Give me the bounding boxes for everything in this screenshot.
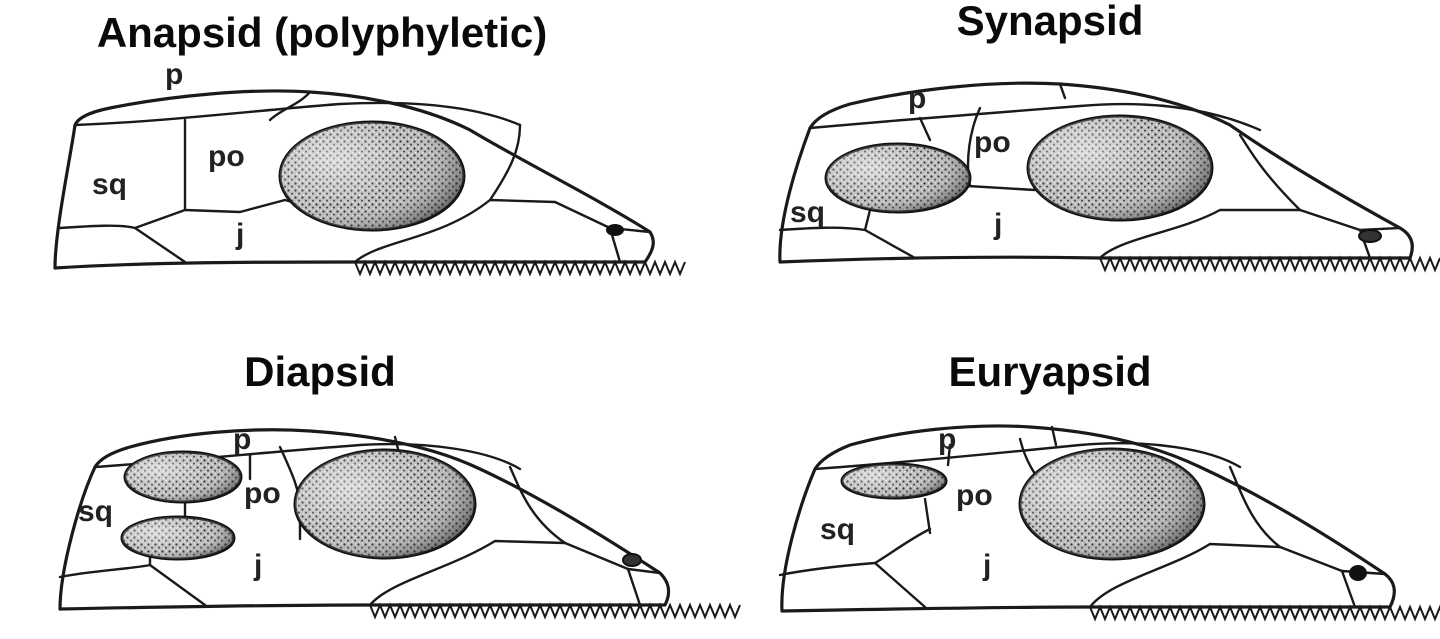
nostril [606,224,624,236]
panel-title: Anapsid (polyphyletic) [96,9,548,56]
nostril [1358,229,1382,243]
panel-title: Euryapsid [948,348,1152,395]
label-po: po [956,479,993,512]
label-p: p [938,423,956,456]
panel-anapsid: Anapsid (polyphyletic) p po sq j [0,0,720,320]
skull-outline [778,81,1414,264]
label-po: po [244,477,281,510]
skull-outline [53,89,655,270]
label-po: po [208,140,245,173]
panel-diapsid: Diapsid p po sq j [0,319,741,639]
label-p: p [165,58,183,91]
label-j: j [235,218,244,251]
panel-title: Synapsid [956,0,1144,44]
skull-diagram: p po sq j [778,423,1440,622]
label-sq: sq [820,513,855,546]
panel-synapsid: Synapsid p po sq j [720,0,1440,320]
label-sq: sq [790,196,825,229]
label-p: p [233,423,251,456]
teeth [1089,604,1440,622]
label-j: j [982,549,991,582]
skull-outline [780,424,1396,613]
panel-title: Diapsid [244,348,396,395]
skull-diagram: p po sq j [58,423,741,620]
panel-euryapsid: Euryapsid p po sq j [720,319,1440,639]
skull-diagram: p po sq j [53,58,686,277]
teeth [369,602,741,620]
label-po: po [974,126,1011,159]
nostril [1349,565,1367,581]
nostril [622,553,642,567]
label-sq: sq [78,495,113,528]
label-p: p [908,82,926,115]
teeth [354,259,686,277]
label-j: j [993,208,1002,241]
label-j: j [253,549,262,582]
skull-outline [58,428,671,611]
skull-diagram: p po sq j [778,81,1440,273]
label-sq: sq [92,168,127,201]
teeth [1099,255,1440,273]
